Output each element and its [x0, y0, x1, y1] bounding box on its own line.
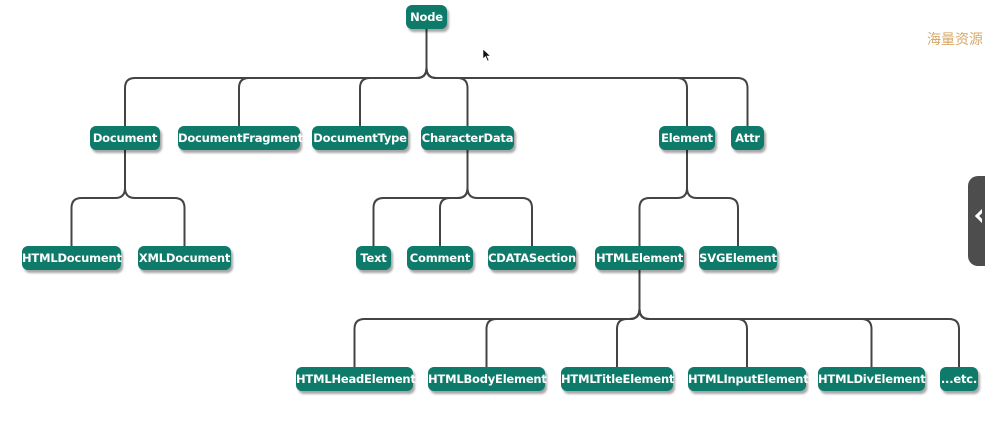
- node-html-document: HTMLDocument: [22, 246, 122, 270]
- node-document: Document: [90, 126, 160, 150]
- node-element: Element: [659, 126, 715, 150]
- edge-character_data-cdata_section: [466, 150, 533, 246]
- edge-character_data-comment: [439, 150, 469, 246]
- node-character-data: CharacterData: [421, 126, 514, 150]
- node-xml-document: XMLDocument: [138, 246, 231, 270]
- edge-element-svg_element: [686, 150, 739, 246]
- watermark-text: 海量资源: [927, 32, 983, 48]
- node-html-div-element: HTMLDivElement: [818, 367, 926, 391]
- node-html-element: HTMLElement: [595, 246, 684, 270]
- node-attr: Attr: [731, 126, 764, 150]
- node-html-title-element: HTMLTitleElement: [561, 367, 674, 391]
- node-document-type: DocumentType: [312, 126, 408, 150]
- node-text: Text: [356, 246, 391, 270]
- node-cdata-section: CDATASection: [488, 246, 576, 270]
- edge-document-html_document: [70, 150, 126, 246]
- edge-node-attr: [425, 29, 749, 126]
- side-panel-tab[interactable]: [968, 176, 985, 266]
- node-html-head-element: HTMLHeadElement: [296, 367, 416, 391]
- edge-document-xml_document: [124, 150, 186, 246]
- edge-node-document_type: [359, 29, 428, 126]
- edge-html_element-etc: [638, 270, 960, 367]
- node-html-body-element: HTMLBodyElement: [428, 367, 547, 391]
- node-etc: ...etc.: [940, 367, 978, 391]
- node-html-input-element: HTMLInputElement: [688, 367, 809, 391]
- node-comment: Comment: [407, 246, 473, 270]
- edge-html_element-html_title_element: [616, 270, 641, 367]
- mouse-cursor-icon: [482, 48, 492, 62]
- node-node: Node: [406, 5, 447, 29]
- node-svg-element: SVGElement: [699, 246, 777, 270]
- edge-element-html_element: [638, 150, 688, 246]
- node-document-fragment: DocumentFragment: [178, 126, 303, 150]
